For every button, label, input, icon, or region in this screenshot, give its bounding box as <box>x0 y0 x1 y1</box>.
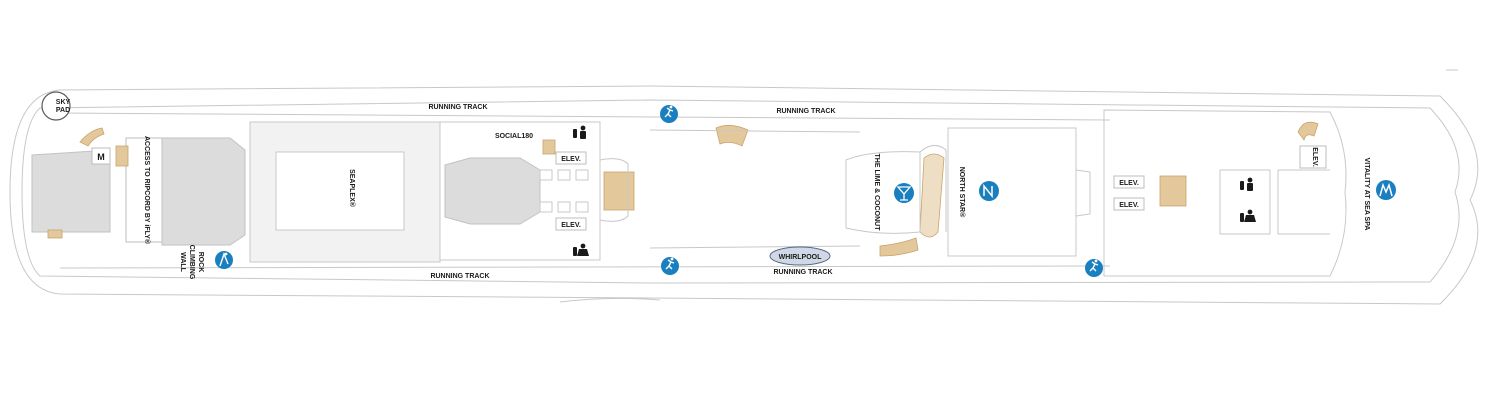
sky-pad-label-2: PAD <box>56 107 70 114</box>
restroom-area <box>1219 169 1271 235</box>
north-star-enclosure <box>1075 169 1091 217</box>
ripcord-label: ACCESS TO RIPCORD BY iFLY® <box>143 136 151 245</box>
stairs-aft-curve <box>79 127 105 147</box>
runner-icon[interactable] <box>660 105 678 123</box>
rock-climbing-label-1: ROCK <box>197 252 204 273</box>
climbing-icon[interactable] <box>215 251 233 269</box>
hull-inner <box>21 99 1460 284</box>
social180-shaded-area <box>444 157 541 225</box>
elevator-label-5: ELEV. <box>1311 147 1318 167</box>
north-star-label: NORTH STAR® <box>958 167 966 218</box>
man-icon <box>573 125 586 139</box>
man-icon-forward <box>1240 177 1253 191</box>
elevator-box-2[interactable] <box>555 217 587 231</box>
running-track-label-2: RUNNING TRACK <box>776 108 835 115</box>
hull-underside <box>559 297 661 303</box>
seaplex-court <box>275 151 405 231</box>
lime-coconut-venue <box>845 151 921 234</box>
spa-icon[interactable] <box>1376 180 1396 200</box>
stairs-social180 <box>542 139 556 155</box>
cocktail-glass-icon[interactable] <box>894 183 914 203</box>
stairs-midship <box>603 171 635 211</box>
stairs-lime-bottom <box>879 237 919 257</box>
track-line-top <box>59 112 1111 121</box>
elevator-box-3[interactable] <box>1113 175 1145 189</box>
running-track-label-4: RUNNING TRACK <box>773 269 832 276</box>
spa-inner <box>1277 169 1330 235</box>
stairs-lime-curve <box>919 153 945 238</box>
elevator-box-1[interactable] <box>555 151 587 165</box>
seat-5 <box>557 201 571 213</box>
social180-area <box>439 121 601 261</box>
track-line-bottom <box>59 265 1111 269</box>
running-track-label-3: RUNNING TRACK <box>430 273 489 280</box>
vitality-spa-label: VITALITY AT SEA SPA <box>1363 158 1370 231</box>
pool-deck-edge <box>649 129 861 249</box>
stairs-forward <box>1159 175 1187 207</box>
runner-icon[interactable] <box>661 257 679 275</box>
spa-enclosure <box>1103 109 1347 277</box>
stairs-midship-curve <box>715 125 749 147</box>
seat-4 <box>539 201 553 213</box>
social180-label: SOCIAL180 <box>495 133 533 140</box>
rock-climbing-label-2: CLIMBING <box>188 245 195 280</box>
elevator-label-1: ELEV. <box>561 156 581 163</box>
sky-pad[interactable] <box>41 91 71 121</box>
lime-coconut-deck <box>919 145 947 232</box>
whirlpool[interactable] <box>769 246 831 266</box>
ship-hull <box>9 85 1479 305</box>
stairs-forward-curve <box>1297 121 1319 141</box>
lime-coconut-label: THE LIME & COCONUT <box>873 154 880 232</box>
seaplex-label: SEAPLEX® <box>348 169 356 208</box>
aft-shaded-area <box>31 149 111 233</box>
elevator-box-4[interactable] <box>1113 197 1145 211</box>
elevator-label-2: ELEV. <box>561 222 581 229</box>
woman-icon <box>573 243 589 256</box>
runner-icon[interactable] <box>1085 259 1103 277</box>
whirlpool-label: WHIRLPOOL <box>779 254 822 261</box>
north-star-area <box>947 127 1077 257</box>
midship-front <box>599 158 629 222</box>
woman-icon-forward <box>1240 209 1256 222</box>
sky-pad-label-1: SKY <box>56 99 71 106</box>
elevator-label-4: ELEV. <box>1119 202 1139 209</box>
ripcord-shaded-area <box>161 137 246 246</box>
stairs-aft-2 <box>47 229 63 239</box>
m-marker: M <box>97 152 105 162</box>
elevator-box-5[interactable] <box>1299 145 1327 169</box>
seat-3 <box>575 169 589 181</box>
ripcord-access-box <box>125 137 163 243</box>
running-track-label-1: RUNNING TRACK <box>428 104 487 111</box>
seat-2 <box>557 169 571 181</box>
seat-6 <box>575 201 589 213</box>
elevator-label-3: ELEV. <box>1119 180 1139 187</box>
stairs-aft-1 <box>115 145 129 167</box>
m-marker-box <box>91 147 111 165</box>
seat-1 <box>539 169 553 181</box>
rock-climbing-label-3: WALL <box>179 252 186 273</box>
north-star-icon[interactable] <box>979 181 999 201</box>
